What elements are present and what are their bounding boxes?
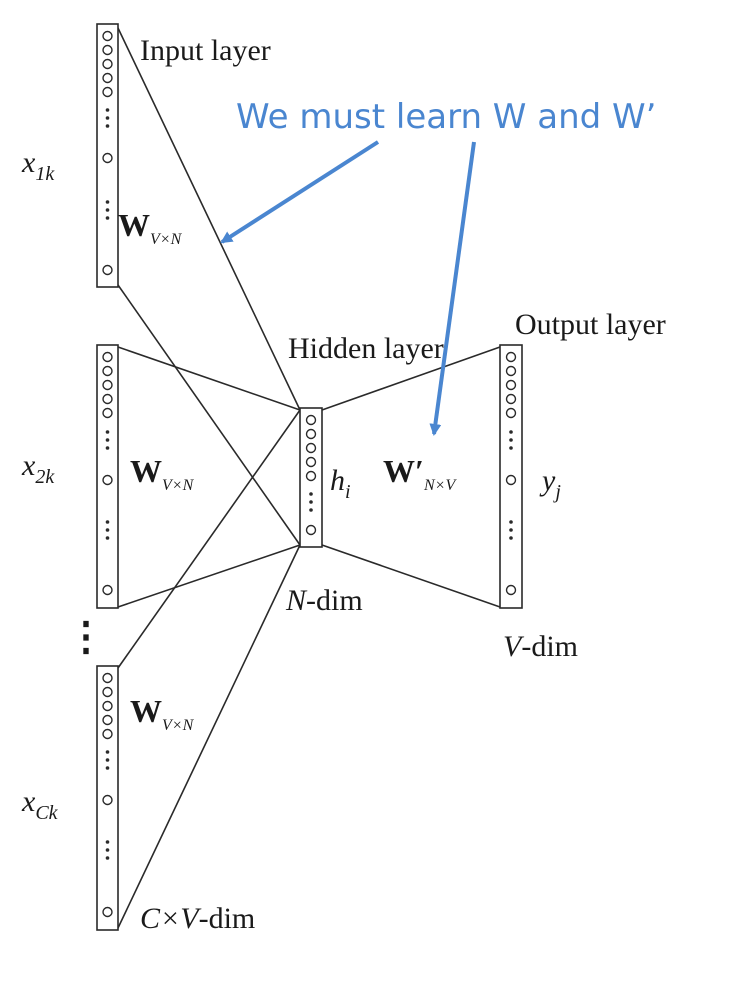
output-var-label: yj <box>539 464 561 503</box>
hidden-dim-label: N-dim <box>285 584 363 617</box>
weight-label-c: WV×N <box>130 693 195 734</box>
connection-line <box>117 544 301 929</box>
output-dim-label: V-dim <box>503 630 578 663</box>
connection-line <box>321 346 501 411</box>
output-vector <box>499 344 523 609</box>
annotation-text: We must learn W and W’ <box>236 97 656 137</box>
arrow-to-w <box>220 140 380 244</box>
hidden-var-label: hi <box>330 464 351 503</box>
input-var-2: x2k <box>21 449 55 488</box>
weight-label-output: W′N×V <box>383 453 457 494</box>
input-var-1: x1k <box>21 146 55 185</box>
weight-label-2: WV×N <box>130 453 195 494</box>
input-var-c: xCk <box>21 785 59 824</box>
connection-line <box>117 409 301 669</box>
connection-line <box>117 284 301 546</box>
input-vector-c <box>96 665 119 931</box>
annotation-arrows <box>220 140 476 436</box>
connection-line <box>321 544 501 608</box>
connection-line <box>117 346 301 411</box>
arrow-to-w-prime <box>429 141 476 436</box>
input-layer-label: Input layer <box>140 34 271 67</box>
input-dim-label: C×V-dim <box>140 902 255 935</box>
connection-line <box>117 27 301 411</box>
connection-line <box>117 544 301 608</box>
input-vector-2 <box>96 344 119 609</box>
input-vector-1 <box>96 23 119 288</box>
vertical-ellipsis: ⋮ <box>66 614 106 659</box>
hidden-vector <box>299 407 323 548</box>
output-layer-label: Output layer <box>515 308 666 341</box>
weight-label-1: WV×N <box>118 207 183 248</box>
hidden-layer-label: Hidden layer <box>288 332 444 365</box>
connection-lines <box>117 27 501 929</box>
